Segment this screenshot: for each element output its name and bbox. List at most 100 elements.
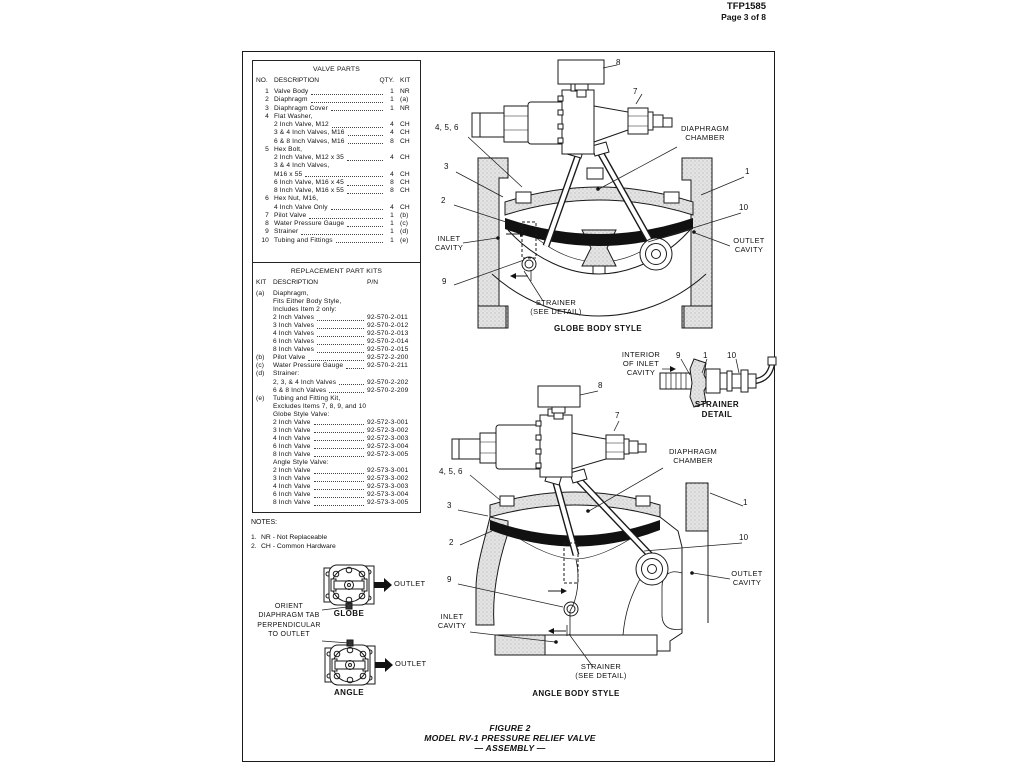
angle-label-diaphragm-chamber: DIAPHRAGM CHAMBER — [668, 447, 718, 465]
globe-callout-1: 1 — [745, 167, 750, 176]
replacement-kits-header: KIT DESCRIPTION P/N — [256, 279, 378, 286]
angle-label-inlet-cavity: INLET CAVITY — [437, 612, 467, 630]
notes-title: NOTES: — [251, 519, 278, 526]
angle-callout-1: 1 — [743, 498, 748, 507]
figure-caption: FIGURE 2 MODEL RV-1 PRESSURE RELIEF VALV… — [360, 723, 660, 753]
globe-callout-10: 10 — [739, 203, 749, 212]
figure-title: MODEL RV-1 PRESSURE RELIEF VALVE — [424, 733, 596, 743]
globe-callout-8: 8 — [616, 58, 621, 67]
globe-label-strainer: STRAINER (SEE DETAIL) — [530, 298, 582, 316]
angle-outlet-label: OUTLET — [395, 659, 427, 668]
angle-label-strainer: STRAINER (SEE DETAIL) — [575, 662, 627, 680]
replacement-kits-table: REPLACEMENT PART KITS KIT DESCRIPTION P/… — [253, 262, 420, 517]
strainer-detail-caption: STRAINER DETAIL — [694, 400, 740, 419]
table-row: (d)Strainer: — [256, 370, 300, 378]
angle-callout-2: 2 — [449, 538, 454, 547]
strainer-detail-diagram — [610, 345, 790, 427]
angle-end-view-caption: ANGLE — [334, 688, 364, 697]
figure-number: FIGURE 2 — [489, 723, 531, 733]
globe-end-view-caption: GLOBE — [333, 609, 365, 618]
doc-header: TFP1585 Page 3 of 8 — [721, 1, 766, 23]
globe-callout-2: 2 — [441, 196, 446, 205]
table-row: (e)Tubing and Fitting Kit, — [256, 394, 341, 402]
table-row: (a)Diaphragm, — [256, 290, 309, 297]
table-row: Includes Item 2 only: — [273, 306, 337, 314]
globe-outlet-label: OUTLET — [394, 579, 426, 588]
globe-caption: GLOBE BODY STYLE — [553, 324, 643, 333]
angle-callout-8: 8 — [598, 381, 603, 390]
notes: NOTES: 1. NR - Not Replaceable 2. CH - C… — [251, 518, 336, 551]
globe-label-outlet-cavity: OUTLET CAVITY — [733, 236, 765, 254]
angle-callout-10: 10 — [739, 533, 749, 542]
page-indicator: Page 3 of 8 — [721, 12, 766, 22]
globe-label-diaphragm-chamber: DIAPHRAGM CHAMBER — [680, 124, 730, 142]
table-row: Globe Style Valve: — [273, 410, 330, 418]
doc-number: TFP1585 — [726, 1, 766, 12]
strainer-detail-callout-1: 1 — [703, 351, 708, 360]
angle-callout-9: 9 — [447, 575, 452, 584]
note-item: 1. NR - Not Replaceable — [251, 534, 328, 541]
valve-parts-header: NO. DESCRIPTION QTY. KIT — [256, 77, 411, 84]
angle-body-diagram — [430, 383, 790, 710]
globe-body-diagram — [430, 52, 790, 342]
strainer-detail-callout-9: 9 — [676, 351, 681, 360]
angle-callout-4-5-6: 4, 5, 6 — [439, 467, 463, 476]
note-item: 2. CH - Common Hardware — [251, 543, 336, 550]
figure-subtitle: — ASSEMBLY — — [474, 743, 546, 753]
globe-callout-9: 9 — [442, 277, 447, 286]
table-row: 3 & 4 Inch Valves, — [274, 162, 330, 170]
angle-caption: ANGLE BODY STYLE — [532, 689, 620, 698]
orientation-diagram — [250, 555, 393, 710]
table-row: Fits Either Body Style, — [273, 298, 342, 306]
strainer-detail-label-interior: INTERIOR OF INLET CAVITY — [621, 350, 661, 377]
orientation-note: ORIENT DIAPHRAGM TAB PERPENDICULAR TO OU… — [257, 603, 321, 639]
globe-label-inlet-cavity: INLET CAVITY — [434, 234, 464, 252]
globe-callout-7: 7 — [633, 87, 638, 96]
globe-callout-4-5-6: 4, 5, 6 — [435, 123, 459, 132]
replacement-kits-title: REPLACEMENT PART KITS — [290, 268, 383, 275]
replacement-kits-rows: (a)Diaphragm,Fits Either Body Style,Incl… — [256, 290, 417, 507]
valve-parts-title: VALVE PARTS — [312, 66, 361, 73]
globe-callout-3: 3 — [444, 162, 449, 171]
angle-callout-3: 3 — [447, 501, 452, 510]
